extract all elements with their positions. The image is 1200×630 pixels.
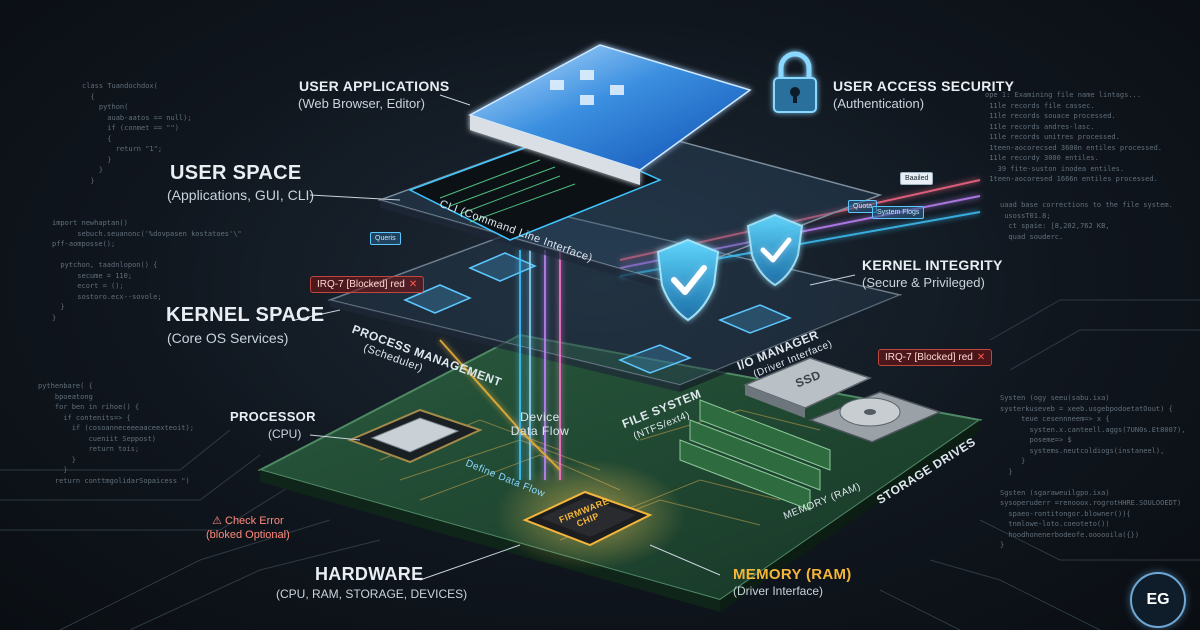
baailed-tag: Baailed <box>900 172 934 185</box>
irq-blocked-text: IRQ-7 [Blocked] red <box>317 279 405 290</box>
code-snippet-right-top: ope 1: Examining file name lintags... 11… <box>985 91 1163 183</box>
hardware-title: HARDWARE <box>315 564 424 584</box>
irq-blocked-text: IRQ-7 [Blocked] red <box>885 352 973 363</box>
irq-blocked-alert-right: IRQ-7 [Blocked] red✕ <box>878 349 993 366</box>
check-error-line2: (bloked Optional) <box>206 529 290 541</box>
quota-tag: Quota <box>848 200 878 213</box>
memory-ram-title: MEMORY (RAM) <box>733 566 852 583</box>
user-space-title: USER SPACE <box>170 162 302 184</box>
system-flogs-tag: System Flogs <box>872 206 925 219</box>
kernel-integrity-sub: (Secure & Privileged) <box>862 275 985 290</box>
background-circuit-traces <box>0 299 1200 630</box>
user-applications-title: USER APPLICATIONS <box>299 78 450 94</box>
hdd-drive <box>807 391 943 443</box>
close-x-icon: ✕ <box>408 279 418 290</box>
ssd-drive <box>742 357 873 418</box>
shield-check-icon-right <box>746 213 804 287</box>
user-applications-sub: (Web Browser, Editor) <box>298 96 425 111</box>
processor-sub: (CPU) <box>268 427 302 441</box>
kernel-space-title: KERNEL SPACE <box>166 304 325 326</box>
gui-desktop-window <box>468 44 752 185</box>
ram-sticks <box>679 399 831 511</box>
queris-tag: Queris <box>370 232 401 245</box>
check-error-alert: ⚠ Check Error (bloked Optional) <box>206 514 290 542</box>
hardware-sub: (CPU, RAM, STORAGE, DEVICES) <box>276 587 468 601</box>
firmware-chip-graphic <box>522 490 653 547</box>
kernel-space-sub: (Core OS Services) <box>167 330 289 346</box>
hardware-pcb-edge <box>260 470 720 612</box>
code-snippet-left-mid: import newhaptan() sebuch.seuanonc('%dov… <box>52 219 242 322</box>
user-access-security-title: USER ACCESS SECURITY <box>833 78 1015 94</box>
user-space-sub: (Applications, GUI, CLI) <box>167 187 315 203</box>
kernel-integrity-title: KERNEL INTEGRITY <box>862 257 1003 273</box>
cpu-chip <box>347 408 483 464</box>
processor-title: PROCESSOR <box>230 409 316 424</box>
user-access-security-sub: (Authentication) <box>833 96 925 111</box>
code-snippet-left-top: class Tuandochdox( { python( auab-aatos … <box>82 82 192 185</box>
lock-icon <box>773 51 817 113</box>
check-error-line1: ⚠ Check Error <box>212 515 284 527</box>
shield-check-icon-left <box>656 238 720 322</box>
code-snippet-right-bottom: Systen (ogy seeu(sabu.ixa) systerkuseveb… <box>1000 394 1186 549</box>
code-snippet-right-mid: uaad base corrections to the file system… <box>1000 201 1173 241</box>
memory-ram-sub: (Driver Interface) <box>733 584 824 598</box>
close-x-icon: ✕ <box>976 352 986 363</box>
device-data-flow-label: Device Data Flow <box>510 410 570 438</box>
brand-logo: EG <box>1130 572 1186 628</box>
kernel-module-boxes <box>403 252 793 374</box>
irq-blocked-alert-left: IRQ-7 [Blocked] red✕ <box>310 276 425 293</box>
